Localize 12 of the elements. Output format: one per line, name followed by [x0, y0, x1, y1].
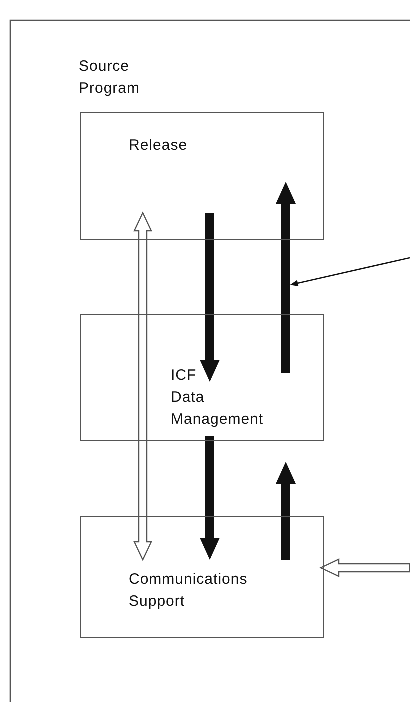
thick-arrow [276, 462, 296, 560]
hollow-arrow [320, 558, 410, 578]
node-heading: Source Program [79, 57, 140, 99]
process-box [80, 516, 324, 638]
box-label: Communications Support [129, 570, 248, 612]
thick-arrow [200, 213, 220, 382]
box-label: Release [129, 136, 188, 156]
box-label: ICF Data Management [171, 366, 264, 430]
thick-arrow [200, 436, 220, 560]
thick-arrow [276, 182, 296, 373]
hollow-arrow [134, 212, 152, 562]
process-box [80, 314, 324, 441]
